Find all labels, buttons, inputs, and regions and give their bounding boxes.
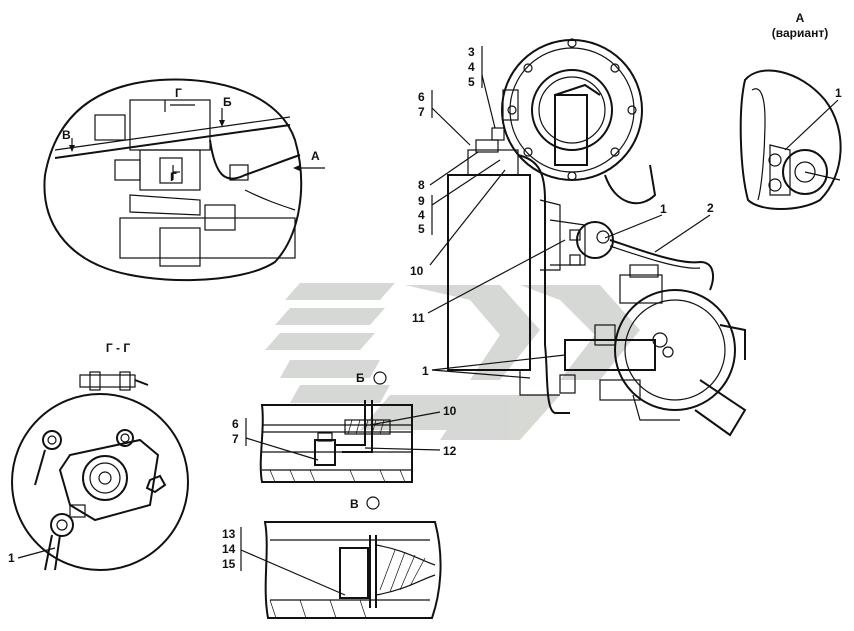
callout-4a: 4 [468,60,475,74]
callout-5b: 5 [418,222,425,236]
callout-5a: 5 [468,75,475,89]
view-B-section [259,400,413,483]
callout-1-GG: 1 [8,551,15,565]
callout-1-A: 1 [835,86,842,100]
callout-3: 3 [468,45,475,59]
callout-14: 14 [222,542,236,556]
main-assembly [447,38,747,437]
label-top-V: В [62,128,71,142]
view-A-title: А [796,11,805,25]
engine-view [43,78,325,282]
callout-8: 8 [418,178,425,192]
label-top-inner-G: Г [170,170,177,184]
callout-15: 15 [222,557,236,571]
label-top-G: Г [175,86,182,100]
callout-2: 2 [707,201,714,215]
view-A-subtitle: (вариант) [772,26,828,40]
callout-11: 11 [412,311,425,325]
view-B-label: Б [356,371,365,385]
callout-7b: 7 [232,432,239,446]
label-top-A: А [311,149,320,163]
section-GG-view [11,371,189,571]
callout-10a: 10 [410,264,424,278]
view-V-marker [366,496,380,510]
label-top-B: Б [223,95,232,109]
view-B-marker [373,371,387,385]
callout-9: 9 [418,194,425,208]
callout-12: 12 [443,444,457,458]
section-GG-title: Г - Г [106,341,130,355]
callout-7a: 7 [418,105,425,119]
view-V-section [263,521,442,619]
view-V-label: В [350,497,359,511]
callout-6a: 6 [418,90,425,104]
callout-10b: 10 [443,404,457,418]
callout-6b: 6 [232,417,239,431]
view-A-variant [739,69,842,210]
callout-13: 13 [222,527,236,541]
callout-1-main: 1 [660,202,667,216]
watermark-logo [265,283,640,440]
callout-1-mid: 1 [422,364,429,378]
callout-4b: 4 [418,208,425,222]
